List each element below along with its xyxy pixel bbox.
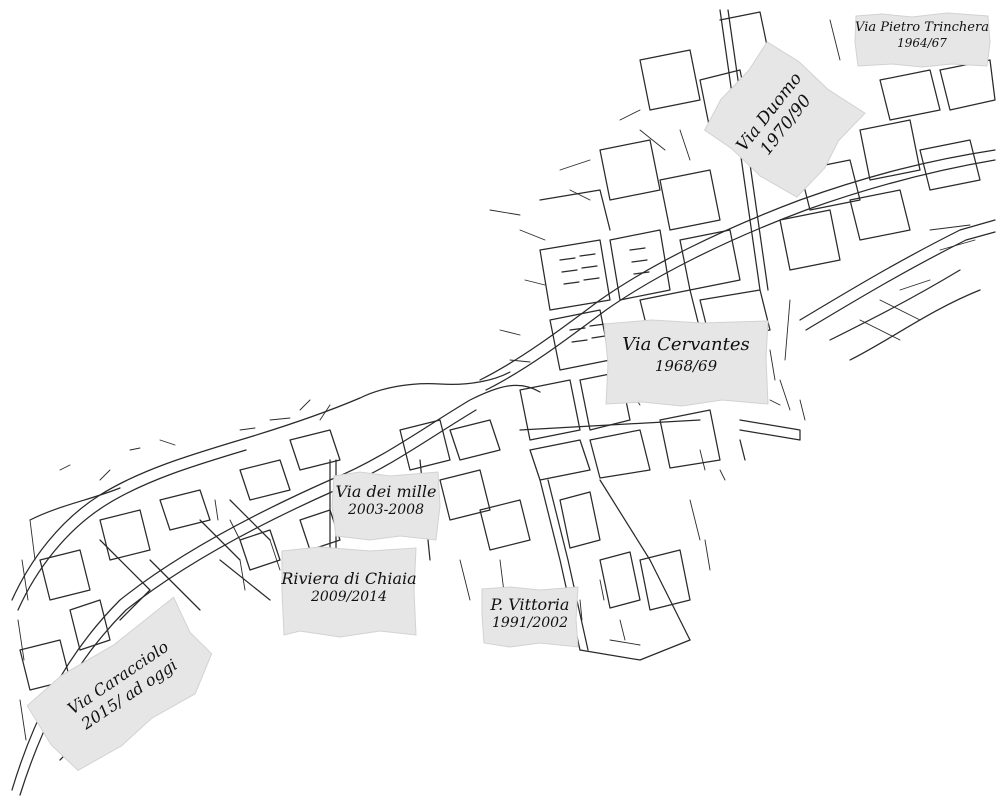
torn-paper-shape xyxy=(281,546,417,638)
label-via-pietro-trinchera: Via Pietro Trinchera 1964/67 xyxy=(852,12,992,68)
torn-paper-shape xyxy=(331,471,441,541)
street-name: Via dei mille xyxy=(335,482,437,501)
torn-paper-shape xyxy=(481,586,579,648)
years: 1964/67 xyxy=(897,36,947,51)
label-via-cervantes: Via Cervantes 1968/69 xyxy=(602,318,770,408)
street-name: Via Pietro Trinchera xyxy=(855,20,989,35)
street-name: Riviera di Chiaia xyxy=(281,569,417,588)
torn-paper-shape xyxy=(854,12,991,68)
torn-paper-shape xyxy=(26,596,213,771)
torn-paper-shape xyxy=(703,41,866,198)
label-via-caracciolo: Via Caracciolo 2015/ ad oggi xyxy=(18,593,231,782)
street-name: Via Cervantes xyxy=(622,334,750,355)
years: 1991/2002 xyxy=(492,615,568,631)
years: 2003-2008 xyxy=(348,502,424,518)
label-via-dei-mille: Via dei mille 2003-2008 xyxy=(330,470,442,542)
label-via-duomo: Via Duomo 1970/90 xyxy=(695,35,870,208)
years: 2009/2014 xyxy=(311,589,387,605)
label-riviera-di-chiaia: Riviera di Chiaia 2009/2014 xyxy=(280,545,418,639)
label-p-vittoria: P. Vittoria 1991/2002 xyxy=(480,585,580,649)
street-name: P. Vittoria xyxy=(490,595,570,614)
years: 1968/69 xyxy=(654,356,718,375)
torn-paper-shape xyxy=(603,319,769,407)
